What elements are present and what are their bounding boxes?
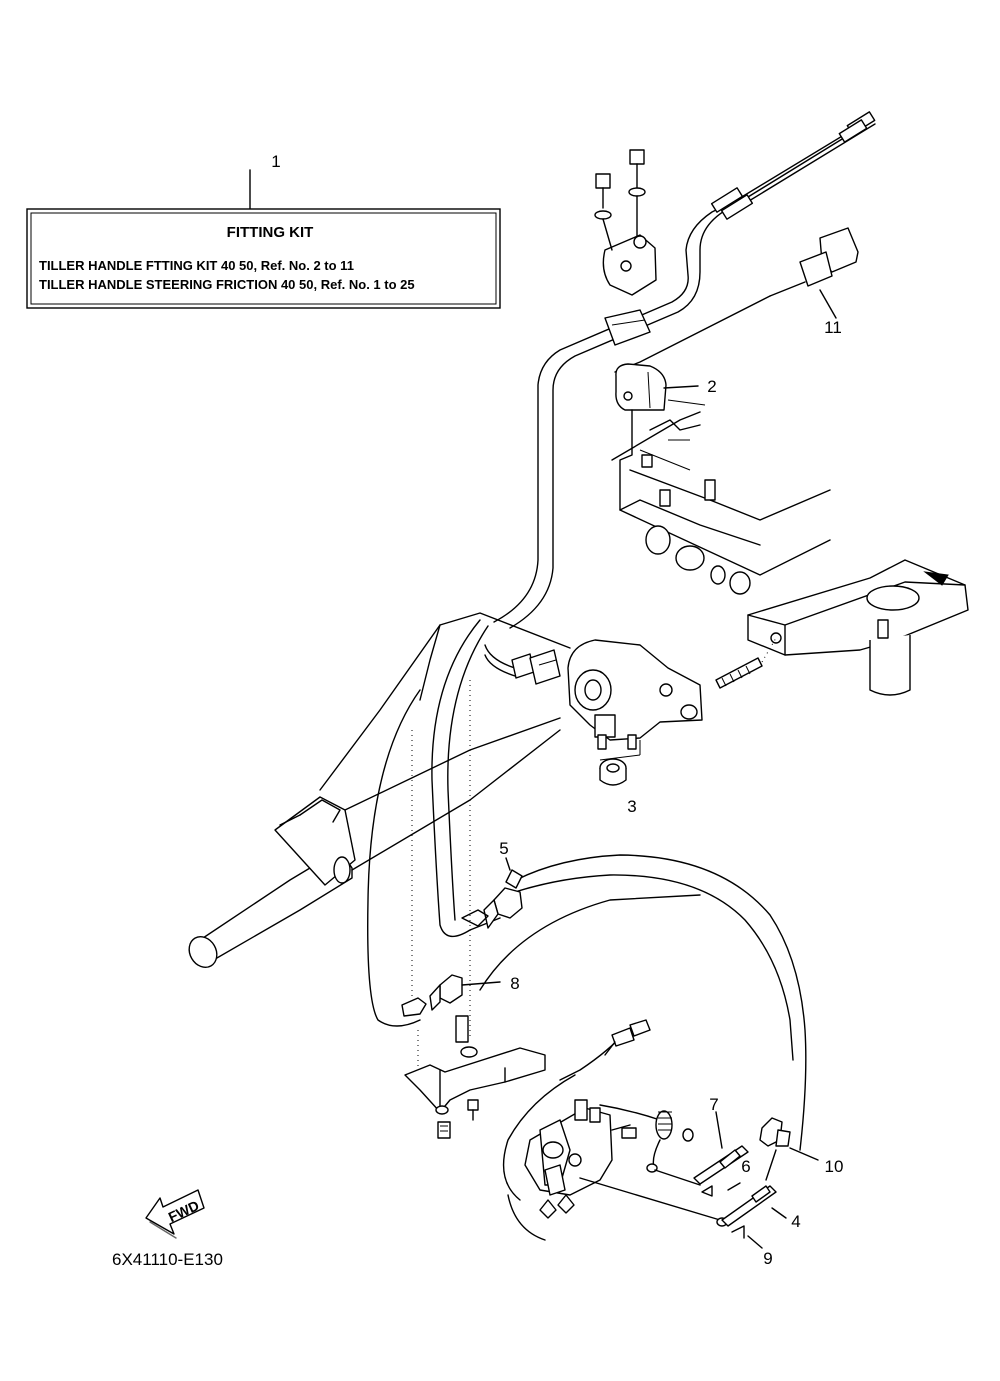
tiller-head-bracket xyxy=(567,639,703,761)
link-rod-part-4: 4 xyxy=(721,1149,801,1231)
control-cables xyxy=(493,111,876,629)
fitting-kit-title: FITTING KIT xyxy=(227,224,314,241)
grommet-part-2: 2 xyxy=(615,363,717,411)
pin-part-6: 6 xyxy=(701,1157,751,1197)
fitting-kit-callout: 1 xyxy=(271,152,280,171)
callout-7: 7 xyxy=(709,1095,718,1114)
fitting-kit-line-2: TILLER HANDLE STEERING FRICTION 40 50, R… xyxy=(39,277,415,292)
motor-bracket xyxy=(611,399,831,595)
nut-part-3: 3 xyxy=(599,758,637,816)
callout-10: 10 xyxy=(825,1157,844,1176)
callout-5: 5 xyxy=(499,839,508,858)
fitting-kit-box: 1 FITTING KIT TILLER HANDLE FTTING KIT 4… xyxy=(26,152,501,309)
forward-arrow-icon: FWD xyxy=(145,1189,205,1239)
callout-4: 4 xyxy=(791,1212,800,1231)
forward-label: FWD xyxy=(166,1197,202,1225)
pin-part-9: 9 xyxy=(731,1225,773,1268)
cable-guide-clip xyxy=(604,309,651,346)
callout-8: 8 xyxy=(510,974,519,993)
clip-part-8: 8 xyxy=(401,974,520,1017)
cable-clamp-bracket xyxy=(594,149,657,296)
callout-11: 11 xyxy=(824,318,842,337)
callout-6: 6 xyxy=(741,1157,750,1176)
clip-part-10: 10 xyxy=(759,1117,844,1176)
stud-bolt xyxy=(715,637,777,689)
lower-mounting-bracket xyxy=(404,1015,546,1139)
wire-harness xyxy=(367,619,807,1151)
diagram-code: 6X41110-E130 xyxy=(112,1250,223,1269)
callout-9: 9 xyxy=(763,1249,772,1268)
fitting-kit-line-1: TILLER HANDLE FTTING KIT 40 50, Ref. No.… xyxy=(39,258,354,273)
steering-arm xyxy=(747,559,969,696)
shift-mechanism-assembly xyxy=(502,1019,728,1241)
wire-connector xyxy=(484,644,561,685)
tiller-handle xyxy=(188,612,571,969)
callout-2: 2 xyxy=(707,377,716,396)
callout-3: 3 xyxy=(627,797,636,816)
clip-part-5: 5 xyxy=(461,839,523,929)
link-rod-part-7: 7 xyxy=(693,1095,749,1185)
